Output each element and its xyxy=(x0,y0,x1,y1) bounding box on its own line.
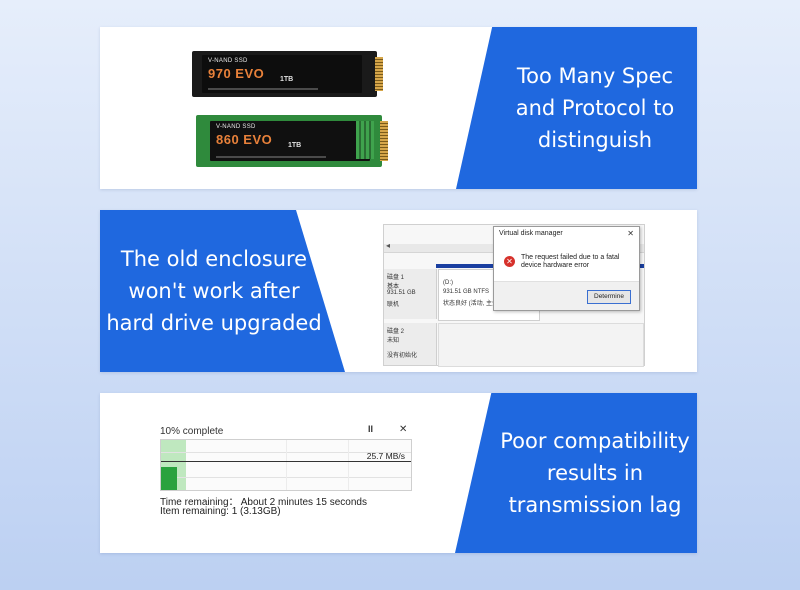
ssd-860-evo-image: V-NAND SSD 860 EVO 1TB xyxy=(196,115,388,167)
disk-2-row[interactable]: 磁盘 2 未知 没有初始化 xyxy=(384,323,437,365)
disk-2-status: 没有初始化 xyxy=(387,353,418,359)
transfer-speed-graph: 25.7 MB/s xyxy=(160,439,412,491)
error-dialog: Virtual disk manager ✕ ✕ The request fai… xyxy=(493,226,640,311)
item-remaining: Item remaining: 1 (3.13GB) xyxy=(160,506,281,517)
ssd-panel: V-NAND SSD 970 EVO 1TB V-NAND SSD 860 EV… xyxy=(100,27,697,189)
partition-size: 931.51 GB NTFS xyxy=(443,289,490,295)
error-icon: ✕ xyxy=(504,256,515,267)
caption-background xyxy=(100,210,345,372)
caption-line: Too Many Spec xyxy=(516,64,674,88)
close-icon[interactable]: ✕ xyxy=(399,424,408,435)
dialog-message-line: device hardware error xyxy=(521,262,590,269)
determine-button[interactable]: Determine xyxy=(587,290,631,304)
speed-bar xyxy=(161,467,177,490)
speed-value: 25.7 MB/s xyxy=(366,451,405,461)
grid-line xyxy=(348,440,349,490)
ssd-model: 970 EVO xyxy=(208,66,265,81)
disk-2-area xyxy=(438,323,644,367)
partition-letter: (D:) xyxy=(443,280,453,286)
caption-line: results in xyxy=(546,461,644,485)
caption-background xyxy=(456,27,697,189)
speed-line xyxy=(161,461,411,462)
progress-title: 10% complete xyxy=(160,426,224,437)
time-remaining: Time remaining： About 2 minutes 15 secon… xyxy=(160,497,367,508)
ssd-fine-print xyxy=(208,88,318,90)
caption-line: and Protocol to xyxy=(515,96,675,120)
disk-1-size: 931.51 GB xyxy=(387,290,416,296)
dialog-title: Virtual disk manager xyxy=(499,230,563,237)
caption-line: hard drive upgraded xyxy=(106,311,322,335)
transfer-caption: Poor compatibility results in transmissi… xyxy=(495,425,695,521)
ssd-connector xyxy=(380,121,388,161)
dialog-button-row: Determine xyxy=(494,281,639,310)
enclosure-caption: The old enclosure won't work after hard … xyxy=(104,243,324,339)
ssd-capacity: 1TB xyxy=(280,76,294,83)
ssd-connector xyxy=(375,57,383,91)
disk-1-status: 联机 xyxy=(387,302,400,308)
caption-line: distinguish xyxy=(537,128,653,152)
ssd-brand: V-NAND SSD xyxy=(208,58,248,64)
ssd-brand: V-NAND SSD xyxy=(216,124,256,130)
ssd-fine-print xyxy=(216,156,326,158)
caption-background xyxy=(455,393,697,553)
disk-1-row[interactable]: 磁盘 1 基本 931.51 GB 联机 xyxy=(384,269,437,319)
ssd-components xyxy=(356,121,374,159)
ssd-model: 860 EVO xyxy=(216,132,273,147)
transfer-panel: 10% complete II ✕ 25.7 MB/s Time remaini… xyxy=(100,393,697,553)
grid-line xyxy=(286,440,287,490)
dialog-message-line: The request failed due to a fatal xyxy=(521,254,620,261)
disk-2-type: 未知 xyxy=(387,338,400,344)
partition-status: 状态良好 (活动, 主分 xyxy=(443,301,498,307)
ssd-capacity: 1TB xyxy=(288,142,302,149)
ssd-caption: Too Many Spec and Protocol to distinguis… xyxy=(500,60,690,156)
disk-2-name: 磁盘 2 xyxy=(387,329,405,335)
disk-1-name: 磁盘 1 xyxy=(387,275,405,281)
caption-line: The old enclosure xyxy=(120,247,308,271)
ssd-label: V-NAND SSD 970 EVO 1TB xyxy=(202,55,362,93)
caption-line: transmission lag xyxy=(508,493,682,517)
scroll-left-icon[interactable]: ◂ xyxy=(386,241,391,250)
ssd-label: V-NAND SSD 860 EVO 1TB xyxy=(210,121,370,161)
enclosure-panel: The old enclosure won't work after hard … xyxy=(100,210,697,372)
caption-line: Poor compatibility xyxy=(500,429,690,453)
ssd-970-evo-image: V-NAND SSD 970 EVO 1TB xyxy=(192,51,383,97)
disk-1-type: 基本 xyxy=(387,284,400,290)
dialog-message: The request failed due to a fatal device… xyxy=(521,254,633,270)
pause-icon[interactable]: II xyxy=(368,424,374,434)
close-icon[interactable]: ✕ xyxy=(627,229,634,238)
caption-line: won't work after xyxy=(128,279,300,303)
